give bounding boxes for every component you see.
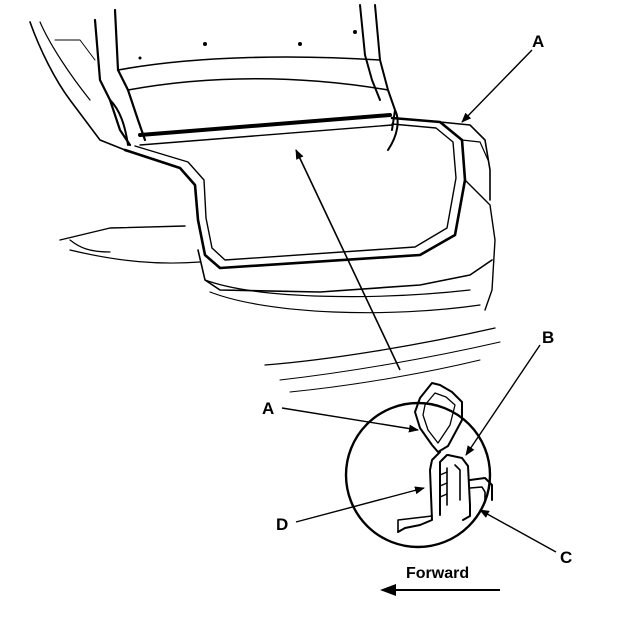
left-arrow-icon [380,584,500,596]
seal-cross-section-detail [344,382,493,549]
callout-a-top: A [532,32,544,51]
callout-leaders [281,49,557,553]
callout-a-detail: A [262,399,274,418]
car-rear-illustration [29,4,501,393]
callout-c: C [560,548,572,567]
forward-label: Forward [406,565,469,582]
callout-d: D [276,515,288,534]
detail-pointer-arrow [295,149,401,371]
forward-indicator: Forward [380,565,500,596]
callout-b: B [542,328,554,347]
